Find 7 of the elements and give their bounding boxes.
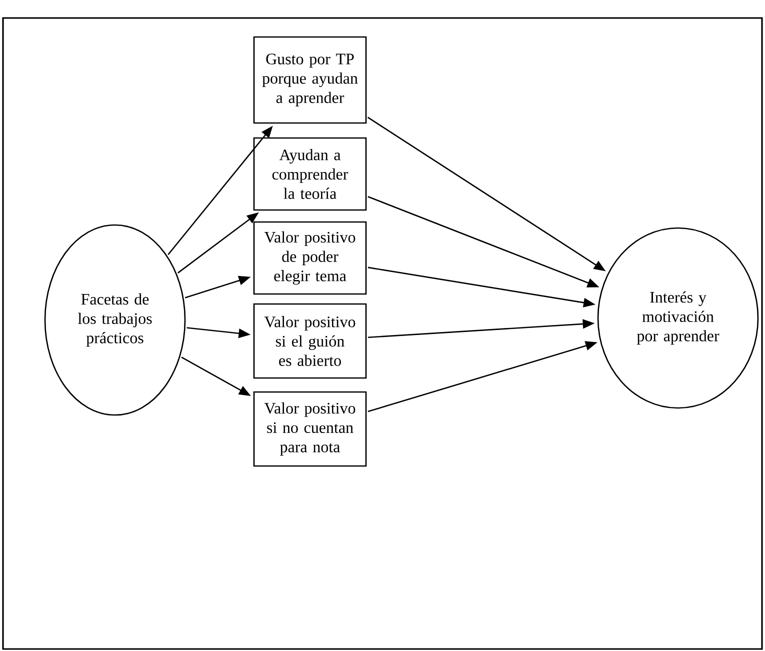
process-box: Valor positivo si no cuentan para nota <box>253 391 367 467</box>
process-box: Ayudan a comprender la teoría <box>253 137 367 211</box>
ellipse-node: Facetas de los trabajos prácticos <box>44 224 186 416</box>
process-box: Valor positivo de poder elegir tema <box>253 221 367 295</box>
process-box: Valor positivo si el guión es abierto <box>253 303 367 379</box>
ellipse-node: Interés y motivación por aprender <box>597 227 759 409</box>
process-box: Gusto por TP porque ayudan a aprender <box>253 36 367 124</box>
